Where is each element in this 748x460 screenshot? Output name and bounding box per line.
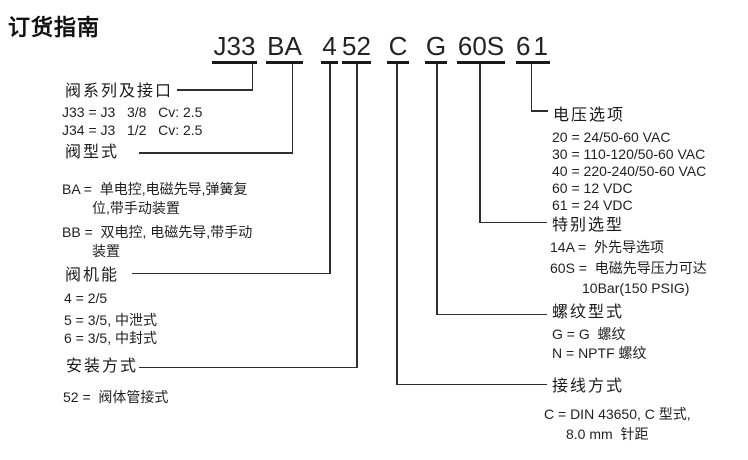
option-thread-g: G = G 螺纹 <box>552 326 626 342</box>
connector-60s-vertical <box>479 64 481 223</box>
part-segment-52: 52 <box>342 33 371 64</box>
option-special-60s-line2: 10Bar(150 PSIG) <box>582 280 690 296</box>
label-voltage: 电压选项 <box>553 107 626 124</box>
option-voltage-60: 60 = 12 VDC <box>552 180 633 196</box>
connector-special-horizontal <box>479 221 547 223</box>
connector-52-vertical <box>356 64 358 368</box>
option-valve-function-4: 4 = 2/5 <box>64 290 108 306</box>
connector-wiring-horizontal <box>396 383 547 385</box>
connector-61-vertical <box>530 64 532 111</box>
option-valve-series-j34: J34 = J3 1/2 Cv: 2.5 <box>62 122 203 138</box>
connector-g-vertical <box>436 64 438 315</box>
connector-voltage-horizontal <box>530 110 548 112</box>
connector-thread-horizontal <box>436 313 547 315</box>
option-valve-function-5: 5 = 3/5, 中泄式 <box>64 312 157 328</box>
connector-valve-type-horizontal <box>139 152 293 154</box>
option-valve-type-ba-line2: 位,带手动装置 <box>92 200 180 216</box>
connector-mounting-horizontal <box>139 366 357 368</box>
option-valve-series-j33: J33 = J3 3/8 Cv: 2.5 <box>62 104 203 120</box>
label-wiring: 接线方式 <box>552 378 625 395</box>
option-mounting-52: 52 = 阀体管接式 <box>63 389 169 405</box>
option-special-60s-line1: 60S = 电磁先导压力可达 <box>550 260 707 276</box>
option-voltage-61: 61 = 24 VDC <box>552 197 633 213</box>
connector-valve-function-horizontal <box>132 272 330 274</box>
part-segment-c: C <box>387 33 409 64</box>
connector-j33-vertical <box>251 64 253 90</box>
part-segment-j33: J33 <box>212 33 257 64</box>
option-valve-type-bb-line2: 装置 <box>92 243 120 259</box>
label-mounting: 安装方式 <box>66 358 139 375</box>
option-voltage-30: 30 = 110-120/50-60 VAC <box>552 146 706 162</box>
option-wiring-c-line1: C = DIN 43650, C 型式, <box>544 406 691 422</box>
option-voltage-20: 20 = 24/50-60 VAC <box>552 129 671 145</box>
connector-valve-series-horizontal <box>177 89 253 91</box>
part-segment-4: 4 <box>321 33 338 64</box>
label-valve-function: 阀机能 <box>65 267 120 284</box>
part-segment-ba: BA <box>266 33 303 64</box>
label-thread: 螺纹型式 <box>552 304 625 321</box>
part-segment-61: 61 <box>516 33 550 64</box>
option-voltage-40: 40 = 220-240/50-60 VAC <box>552 163 707 179</box>
connector-c-vertical <box>396 64 398 385</box>
option-wiring-c-line2: 8.0 mm 针距 <box>566 426 649 442</box>
option-thread-n: N = NPTF 螺纹 <box>552 345 647 361</box>
connector-4-vertical <box>329 64 331 274</box>
label-valve-series: 阀系列及接口 <box>65 83 174 100</box>
connector-ba-vertical <box>291 64 293 153</box>
part-segment-60s: 60S <box>457 33 505 64</box>
option-valve-type-bb-line1: BB = 双电控, 电磁先导,带手动 <box>62 224 253 240</box>
part-segment-g: G <box>425 33 447 64</box>
option-valve-type-ba-line1: BA = 单电控,电磁先导,弹簧复 <box>62 181 248 197</box>
label-special: 特别选型 <box>552 217 625 234</box>
option-special-14a: 14A = 外先导选项 <box>550 239 664 255</box>
page-title: 订货指南 <box>8 15 101 40</box>
option-valve-function-6: 6 = 3/5, 中封式 <box>64 330 157 346</box>
label-valve-type: 阀型式 <box>65 144 120 161</box>
